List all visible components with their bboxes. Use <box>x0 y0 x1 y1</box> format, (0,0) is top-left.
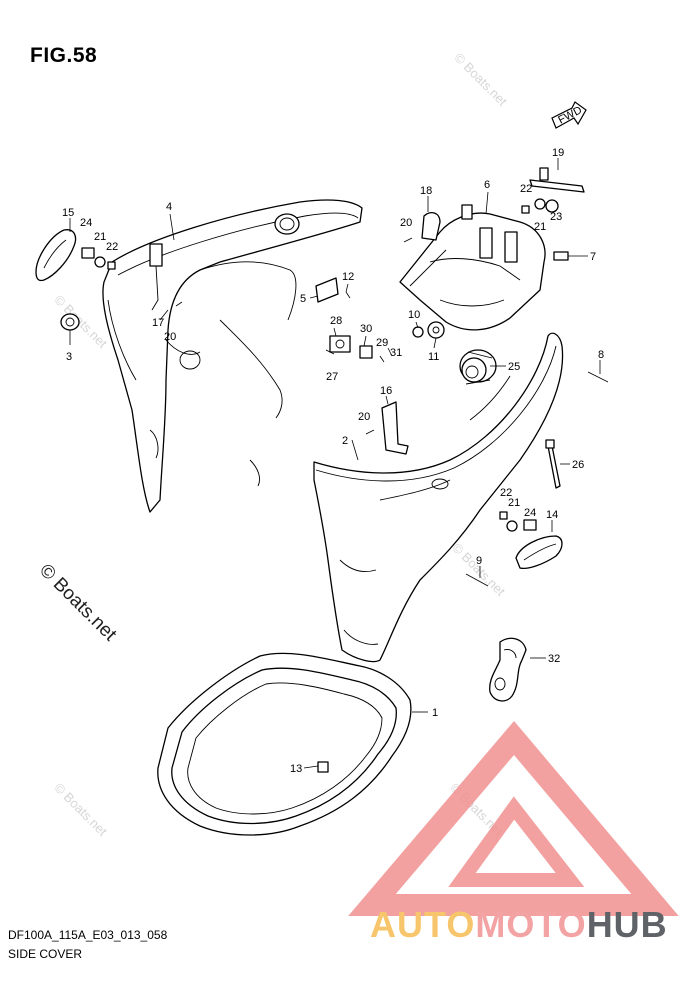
part-21-washer <box>94 198 546 532</box>
part-20-screw <box>175 237 413 435</box>
part-12-screw <box>345 291 351 299</box>
callout-11: 11 <box>428 351 439 363</box>
part-27-screw <box>325 349 335 355</box>
callout-28: 28 <box>330 315 342 327</box>
part-2-right-side-cover <box>313 332 564 663</box>
callout-21: 21 <box>94 231 106 243</box>
callout-14: 14 <box>546 509 558 521</box>
part-26-tie-strap <box>545 439 561 489</box>
callout-18: 18 <box>420 185 432 197</box>
callout-31: 31 <box>390 347 402 359</box>
leader-lines <box>69 158 601 769</box>
callout-15: 15 <box>62 207 74 219</box>
callout-24: 24 <box>80 217 92 229</box>
callout-12: 12 <box>342 271 354 283</box>
part-7-bolt <box>553 251 569 261</box>
brand-logo-triangle <box>348 720 679 916</box>
callout-labels: 1 2 3 4 5 6 7 8 9 10 11 12 13 14 15 16 1… <box>62 147 604 775</box>
callout-3: 3 <box>66 351 72 363</box>
part-3-grommet <box>60 313 80 331</box>
callout-25: 25 <box>508 361 520 373</box>
callout-5: 5 <box>300 293 306 305</box>
part-22-nut <box>107 205 530 520</box>
part-23-grommet <box>545 199 559 213</box>
callout-22: 22 <box>106 241 118 253</box>
part-29-screw <box>379 355 385 363</box>
brand-part-moto: MOTO <box>475 904 587 945</box>
part-18-bracket <box>421 211 441 241</box>
callout-32: 32 <box>548 653 560 665</box>
part-16-bracket <box>381 401 409 455</box>
part-15-grip-handle <box>35 229 77 282</box>
forward-arrow-icon: FWD <box>551 101 587 129</box>
callout-22: 22 <box>500 487 512 499</box>
callout-21: 21 <box>508 497 520 509</box>
part-6-bracket <box>399 204 546 331</box>
part-13-clip <box>317 761 329 773</box>
part-25-grommet <box>459 349 497 385</box>
callout-22: 22 <box>520 183 532 195</box>
callout-30: 30 <box>360 323 372 335</box>
callout-9: 9 <box>476 555 482 567</box>
part-1-seal-frame <box>157 652 412 836</box>
figure-title: FIG.58 <box>30 44 98 67</box>
callout-13: 13 <box>290 763 302 775</box>
part-30-nut <box>359 345 373 359</box>
callout-16: 16 <box>380 385 392 397</box>
callout-21: 21 <box>534 221 546 233</box>
part-31-screw <box>387 347 393 357</box>
part-5-holder <box>315 277 339 303</box>
part-19-plate <box>529 167 585 193</box>
part-14-grip-handle <box>515 535 563 570</box>
callout-26: 26 <box>572 459 584 471</box>
callout-6: 6 <box>484 179 490 191</box>
part-28-switch <box>329 335 351 353</box>
part-9-screw <box>465 573 489 587</box>
callout-10: 10 <box>408 309 420 321</box>
part-4-left-side-cover <box>102 199 363 513</box>
callout-29: 29 <box>376 337 388 349</box>
callout-20: 20 <box>358 411 370 423</box>
diagram-code: DF100A_115A_E03_013_058 <box>8 928 168 942</box>
callout-20: 20 <box>400 217 412 229</box>
callout-23: 23 <box>550 211 562 223</box>
callout-27: 27 <box>326 371 338 383</box>
callout-1: 1 <box>432 707 438 719</box>
callout-24: 24 <box>524 507 536 519</box>
callout-4: 4 <box>166 201 172 213</box>
part-10-washer <box>412 326 424 338</box>
part-11-grommet <box>427 321 445 339</box>
brand-part-auto: AUTO <box>370 904 476 945</box>
callout-20: 20 <box>164 331 176 343</box>
callout-2: 2 <box>342 435 348 447</box>
callout-7: 7 <box>590 251 596 263</box>
callout-17: 17 <box>152 317 164 329</box>
callout-19: 19 <box>552 147 564 159</box>
brand-wordmark: AUTOMOTOHUB <box>370 904 668 946</box>
part-32-clip <box>489 637 527 702</box>
diagram-name: SIDE COVER <box>8 947 83 961</box>
brand-part-hub: HUB <box>586 904 668 945</box>
part-8-screw <box>587 371 609 383</box>
callout-8: 8 <box>598 349 604 361</box>
fwd-label: FWD <box>556 104 584 126</box>
part-24-spacer <box>81 247 537 531</box>
